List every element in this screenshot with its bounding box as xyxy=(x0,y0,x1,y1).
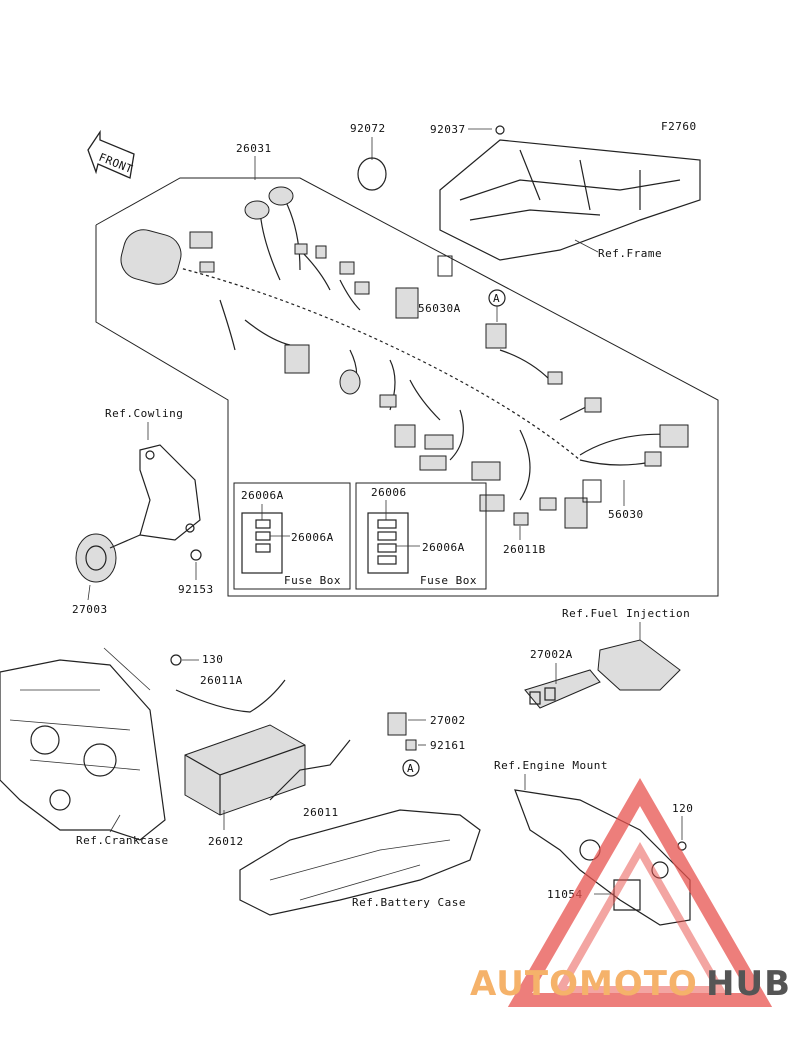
fuse-box-2 xyxy=(355,482,487,590)
horn-bracket xyxy=(139,444,201,541)
marker-a-top: A xyxy=(493,292,500,305)
fusebox2-fuse2-label: 26006A xyxy=(422,541,465,554)
fusebox1-title: Fuse Box xyxy=(284,574,341,587)
fuel-injection-ref-label: Ref.Fuel Injection xyxy=(562,607,690,620)
clip-92161-icon xyxy=(405,739,417,751)
clamp-top-label: 92037 xyxy=(430,123,466,136)
lead-a-label: 26011A xyxy=(200,674,243,687)
fusebox2-fuse-label: 26006 xyxy=(371,486,407,499)
fuse-box-1-icon xyxy=(241,504,290,574)
bolt-120-label: 120 xyxy=(672,802,693,815)
battery-label: 26012 xyxy=(208,835,244,848)
connector-label: 56030 xyxy=(608,508,644,521)
horn-icon xyxy=(75,533,141,583)
crankcase-drawing xyxy=(0,659,166,841)
lead-a-wire xyxy=(175,679,286,713)
bolt-92153-label: 92153 xyxy=(178,583,214,596)
bolt-130-icon xyxy=(170,654,182,666)
fusebox1-fuse2-label: 26006A xyxy=(291,531,334,544)
clip-92161-label: 92161 xyxy=(430,739,466,752)
front-arrow-icon: FRONT xyxy=(87,129,135,179)
connector-a-label: 56030A xyxy=(418,302,461,315)
relay-icon xyxy=(387,712,407,736)
relay-label: 27002 xyxy=(430,714,466,727)
band-label: 92072 xyxy=(350,122,386,135)
fuse-box-1 xyxy=(233,482,351,590)
horn-label: 27003 xyxy=(72,603,108,616)
ecu-drawing xyxy=(524,639,681,709)
cowling-ref-label: Ref.Cowling xyxy=(105,407,183,420)
frame-drawing xyxy=(439,139,701,261)
watermark-logo xyxy=(507,777,773,1007)
figure-code: F2760 xyxy=(661,120,697,133)
marker-a-bottom: A xyxy=(407,762,414,775)
watermark-text-2: HUB xyxy=(706,964,791,1004)
battery-case-drawing xyxy=(239,809,481,916)
lead-label: 26011 xyxy=(303,806,339,819)
battery-drawing xyxy=(184,724,306,816)
watermark-text-1: AUTOMOTO xyxy=(470,964,698,1004)
engine-mount-ref-label: Ref.Engine Mount xyxy=(494,759,608,772)
crankcase-ref-label: Ref.Crankcase xyxy=(76,834,169,847)
band-icon xyxy=(357,157,387,191)
harness-label: 26031 xyxy=(236,142,272,155)
fusebox2-title: Fuse Box xyxy=(420,574,477,587)
fuse-box-2-icon xyxy=(367,500,420,574)
battery-case-ref-label: Ref.Battery Case xyxy=(352,896,466,909)
frame-ref-label: Ref.Frame xyxy=(598,247,662,260)
lead-wire xyxy=(269,739,351,801)
wire-harness xyxy=(120,186,689,529)
bolt-92153-icon xyxy=(190,549,202,561)
fusebox1-fuse-label: 26006A xyxy=(241,489,284,502)
harness-outline xyxy=(95,177,719,597)
marker-a-bottom-icon xyxy=(402,759,420,777)
ecu-label: 27002A xyxy=(530,648,573,661)
lead-b-label: 26011B xyxy=(503,543,546,556)
bolt-130-label: 130 xyxy=(202,653,223,666)
